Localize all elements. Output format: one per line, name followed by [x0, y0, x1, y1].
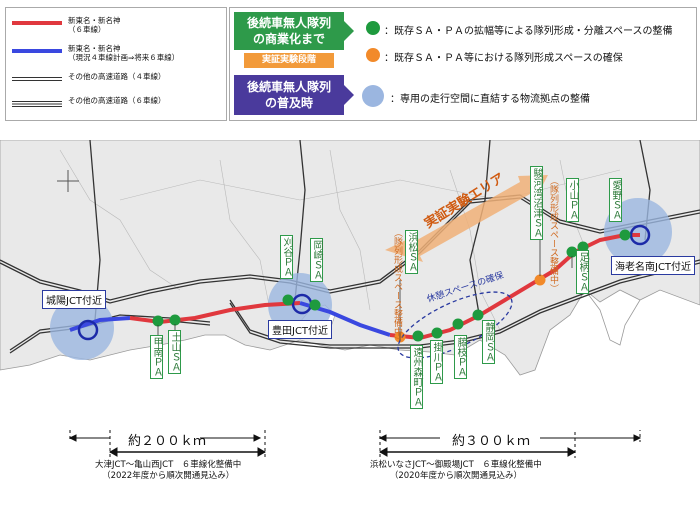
sapa-dot-aino: [619, 229, 631, 241]
expressway-map: 城陽JCT付近 豊田JCT付近 海老名南JCT付近 甲南ＰＡ 土山ＳＡ 刈谷ＰＡ…: [0, 139, 700, 430]
category-label: ：既存ＳＡ・ＰＡ等における隊列形成スペースの確保: [384, 53, 623, 64]
road-legend: 新東名・新名神 （６車線） 新東名・新名神 （現況４車線計画⇒将来６車線） その…: [5, 7, 227, 121]
legend-item-6lane: その他の高速道路（６車線）: [12, 96, 166, 107]
sapa-dot-kakegawa: [431, 327, 443, 339]
phase-spread-label: 後続車無人隊列 の普及時: [246, 80, 331, 110]
sapa-label-oyama: 小山ＰＡ: [566, 178, 579, 222]
sapa-label-numazu: 駿河湾沼津ＳＡ: [530, 166, 543, 240]
category-label: ：専用の走行空間に直結する物流拠点の整備: [390, 94, 590, 105]
sapa-dot-ashigara: [566, 246, 578, 258]
sapa-label-okazaki: 岡崎ＳＡ: [310, 238, 323, 282]
jct-ring-ebina: [629, 224, 651, 246]
sapa-label-morimachi: 遠州森町ＰＡ: [410, 345, 423, 409]
compass-icon: [57, 170, 79, 192]
legend-item-red: 新東名・新名神 （６車線）: [12, 16, 121, 34]
green-dot-marker: [366, 21, 380, 35]
sapa-label-konan: 甲南ＰＡ: [150, 335, 163, 379]
category-label: ：既存ＳＡ・ＰＡの拡幅等による隊列形成・分離スペースの整備: [384, 26, 673, 37]
rest-space-ellipse: [397, 291, 513, 359]
phase-demo-box: 実証実験段階: [244, 53, 334, 68]
double-line-swatch: [12, 77, 62, 81]
distance-east: 約３００ｋｍ: [452, 434, 531, 449]
sapa-dot-fujieda: [452, 318, 464, 330]
jct-label-ebina: 海老名南JCT付近: [611, 256, 696, 275]
jct-label-toyota: 豊田JCT付近: [268, 320, 333, 339]
sapa-dot-kariya: [282, 294, 294, 306]
sapa-dot-tsuchiyama: [169, 314, 181, 326]
legend-label: その他の高速道路（４車線）: [68, 72, 166, 81]
sapa-label-hamamatsu: 浜松ＳＡ: [405, 230, 418, 274]
phase-spread-arrow: [344, 85, 354, 105]
legend-item-4lane: その他の高速道路（４車線）: [12, 72, 166, 81]
sapa-label-kakegawa: 掛川ＰＡ: [430, 340, 443, 384]
phase-commercial-label: 後続車無人隊列 の商業化まで: [246, 16, 331, 46]
sapa-label-kariya: 刈谷ＰＡ: [280, 235, 293, 279]
sapa-dot-shizuoka: [472, 309, 484, 321]
hamamatsu-note: （隊列形成スペース整備中）: [392, 228, 402, 345]
phase-legend: 後続車無人隊列 の商業化まで 実証実験段階 後続車無人隊列 の普及時 ：既存ＳＡ…: [229, 7, 697, 121]
blue-circle-marker: [362, 85, 384, 107]
distance-brackets: [68, 430, 642, 460]
sapa-dot-konan: [152, 315, 164, 327]
demo-area-arrow: [385, 175, 548, 262]
jct-label-joyo: 城陽JCT付近: [42, 290, 107, 309]
phase-spread-box: 後続車無人隊列 の普及時: [234, 75, 344, 115]
phase-commercial-box: 後続車無人隊列 の商業化まで: [234, 12, 344, 50]
map-canvas: [0, 139, 700, 430]
note-east: 浜松いなさJCT～御殿場JCT ６車線化整備中 （2020年度から順次開通見込み…: [370, 460, 542, 481]
sapa-label-aino: 愛野ＳＡ: [609, 178, 622, 222]
sapa-label-ashigara: 足柄ＳＡ: [576, 250, 589, 294]
sapa-dot-numazu: [534, 274, 546, 286]
legend-item-blue: 新東名・新名神 （現況４車線計画⇒将来６車線）: [12, 44, 179, 62]
legend-label: その他の高速道路（６車線）: [68, 96, 166, 105]
note-west: 大津JCT～亀山西JCT ６車線化整備中 （2022年度から順次開通見込み）: [95, 460, 242, 481]
red-line-swatch: [12, 21, 62, 25]
peninsula: [584, 289, 641, 346]
sapa-dot-morimachi: [412, 330, 424, 342]
sapa-dot-oyama: [577, 241, 589, 253]
phase-commercial-arrow: [344, 21, 354, 41]
phase-demo-label: 実証実験段階: [261, 55, 316, 65]
sapa-label-fujieda: 藤枝ＰＡ: [454, 335, 467, 379]
numazu-note: （隊列形成スペース整備中）: [548, 176, 558, 293]
triple-line-swatch: [12, 101, 62, 107]
jct-ring-joyo: [77, 319, 99, 341]
sapa-dot-okazaki: [309, 299, 321, 311]
distance-west: 約２００ｋｍ: [128, 434, 207, 449]
legend-label: 新東名・新名神 （現況４車線計画⇒将来６車線）: [68, 44, 180, 62]
sapa-label-tsuchiyama: 土山ＳＡ: [168, 330, 181, 374]
blue-line-swatch: [12, 49, 62, 53]
orange-dot-marker: [366, 48, 380, 62]
sapa-label-shizuoka: 静岡ＳＡ: [482, 320, 495, 364]
legend-label: 新東名・新名神 （６車線）: [68, 16, 121, 34]
